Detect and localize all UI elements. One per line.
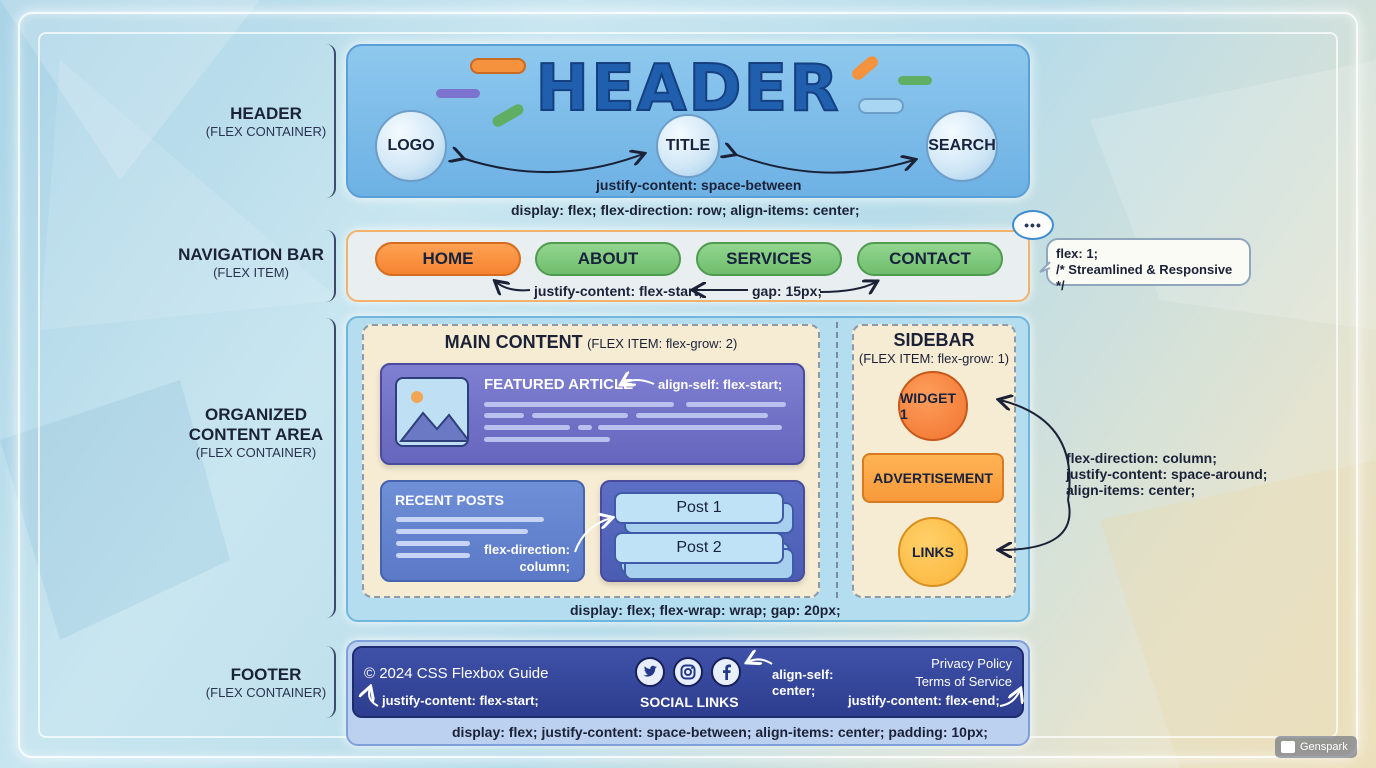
nav-note-line-2: /* Streamlined & Responsive */ (1056, 262, 1233, 293)
label-nav-title: NAVIGATION BAR (178, 245, 324, 264)
text-line (484, 402, 674, 407)
featured-article-title: FEATURED ARTICLE (484, 376, 634, 393)
image-icon-graphic (398, 391, 467, 442)
title-circle[interactable]: TITLE (656, 114, 720, 178)
brace-header (324, 44, 336, 198)
text-line (484, 413, 524, 418)
nav-note-bubble: flex: 1; /* Streamlined & Responsive */ (1046, 238, 1251, 293)
nav-justify-caption: justify-content: flex-start; (534, 283, 703, 299)
footer-align-line-1: align-self: (772, 667, 834, 682)
twitter-icon[interactable] (635, 657, 665, 687)
label-header-sub: (FLEX CONTAINER) (205, 124, 327, 139)
sidebar-note: flex-direction: column; justify-content:… (1066, 450, 1267, 498)
search-circle[interactable]: SEARCH (926, 110, 998, 182)
text-line (598, 425, 782, 430)
facebook-icon-graphic (723, 664, 731, 680)
nav-note-line-1: flex: 1; (1056, 246, 1098, 261)
text-line (686, 402, 786, 407)
main-content-heading: MAIN CONTENT (FLEX ITEM: flex-grow: 2) (362, 332, 820, 353)
nav-services[interactable]: SERVICES (696, 242, 842, 276)
recent-note-line-1: flex-direction: (484, 542, 570, 557)
facebook-icon[interactable] (711, 657, 741, 687)
genspark-label: Genspark (1300, 741, 1348, 753)
text-line (578, 425, 592, 430)
label-header: HEADER (FLEX CONTAINER) (196, 104, 336, 140)
decor-dash (858, 98, 904, 114)
sidebar-sub: (FLEX ITEM: flex-grow: 1) (858, 351, 1010, 366)
footer-copyright: © 2024 CSS Flexbox Guide (364, 665, 549, 682)
content-display-caption: display: flex; flex-wrap: wrap; gap: 20p… (570, 602, 841, 618)
links-widget[interactable]: LINKS (898, 517, 968, 587)
sidebar-note-line-1: flex-direction: column; (1066, 450, 1217, 466)
featured-align-caption: align-self: flex-start; (658, 377, 783, 392)
genspark-logo-icon (1281, 741, 1295, 753)
header-justify-caption: justify-content: space-between (596, 177, 802, 193)
label-nav: NAVIGATION BAR (FLEX ITEM) (166, 245, 336, 281)
text-line (636, 413, 768, 418)
nav-gap-caption: gap: 15px; (752, 283, 823, 299)
outer-frame (18, 12, 1358, 758)
text-line (396, 541, 470, 546)
footer-align-line-2: center; (772, 683, 816, 698)
widget-1[interactable]: WIDGET 1 (898, 371, 968, 441)
brace-nav (324, 230, 336, 302)
label-content-title-2: CONTENT AREA (188, 425, 324, 444)
brace-footer (324, 646, 336, 718)
sidebar-heading: SIDEBAR (FLEX ITEM: flex-grow: 1) (852, 330, 1016, 366)
instagram-icon[interactable] (673, 657, 703, 687)
logo-circle[interactable]: LOGO (375, 110, 447, 182)
genspark-badge[interactable]: Genspark (1275, 736, 1357, 758)
header-display-caption: display: flex; flex-direction: row; alig… (511, 202, 860, 218)
text-line (532, 413, 628, 418)
post-1[interactable]: Post 1 (614, 492, 784, 524)
label-content-sub: (FLEX CONTAINER) (195, 445, 317, 460)
post-2[interactable]: Post 2 (614, 532, 784, 564)
advertisement[interactable]: ADVERTISEMENT (862, 453, 1004, 503)
text-line (396, 517, 544, 522)
image-icon (395, 377, 469, 447)
nav-home[interactable]: HOME (375, 242, 521, 276)
main-content-sub: (FLEX ITEM: flex-grow: 2) (587, 336, 738, 351)
decor-dash (436, 89, 480, 98)
terms-link[interactable]: Terms of Service (915, 674, 1012, 689)
label-content: ORGANIZED CONTENT AREA (FLEX CONTAINER) (176, 405, 336, 461)
nav-contact[interactable]: CONTACT (857, 242, 1003, 276)
text-line (396, 529, 528, 534)
footer-start-caption: justify-content: flex-start; (382, 693, 539, 708)
footer-end-caption: justify-content: flex-end; (848, 693, 1000, 708)
main-content-title: MAIN CONTENT (444, 332, 583, 352)
twitter-icon-graphic (643, 665, 657, 677)
label-footer-sub: (FLEX CONTAINER) (205, 685, 327, 700)
sidebar-title: SIDEBAR (893, 330, 975, 350)
label-header-title: HEADER (230, 104, 302, 123)
sidebar-note-line-2: justify-content: space-around; (1066, 466, 1268, 482)
footer-display-caption: display: flex; justify-content: space-be… (452, 724, 988, 740)
chat-dots-icon: ••• (1012, 210, 1054, 240)
social-links-label: SOCIAL LINKS (640, 694, 739, 710)
text-line (396, 553, 470, 558)
label-content-title-1: ORGANIZED (205, 405, 307, 424)
label-footer-title: FOOTER (230, 665, 302, 684)
text-line (484, 437, 610, 442)
footer-align-caption: align-self: center; (772, 667, 833, 699)
text-line (484, 425, 570, 430)
content-divider (836, 322, 838, 598)
recent-posts-title: RECENT POSTS (395, 492, 504, 508)
nav-about[interactable]: ABOUT (535, 242, 681, 276)
label-nav-sub: (FLEX ITEM) (213, 265, 289, 280)
privacy-policy-link[interactable]: Privacy Policy (931, 656, 1012, 671)
decor-dash (898, 76, 932, 85)
brace-content (324, 318, 336, 618)
recent-note-line-2: column; (519, 559, 570, 574)
sidebar-note-line-3: align-items: center; (1066, 482, 1196, 498)
instagram-icon-graphic (680, 664, 696, 680)
label-footer: FOOTER (FLEX CONTAINER) (196, 665, 336, 701)
decor-dash (470, 58, 526, 74)
recent-direction-caption: flex-direction: column; (470, 541, 570, 575)
